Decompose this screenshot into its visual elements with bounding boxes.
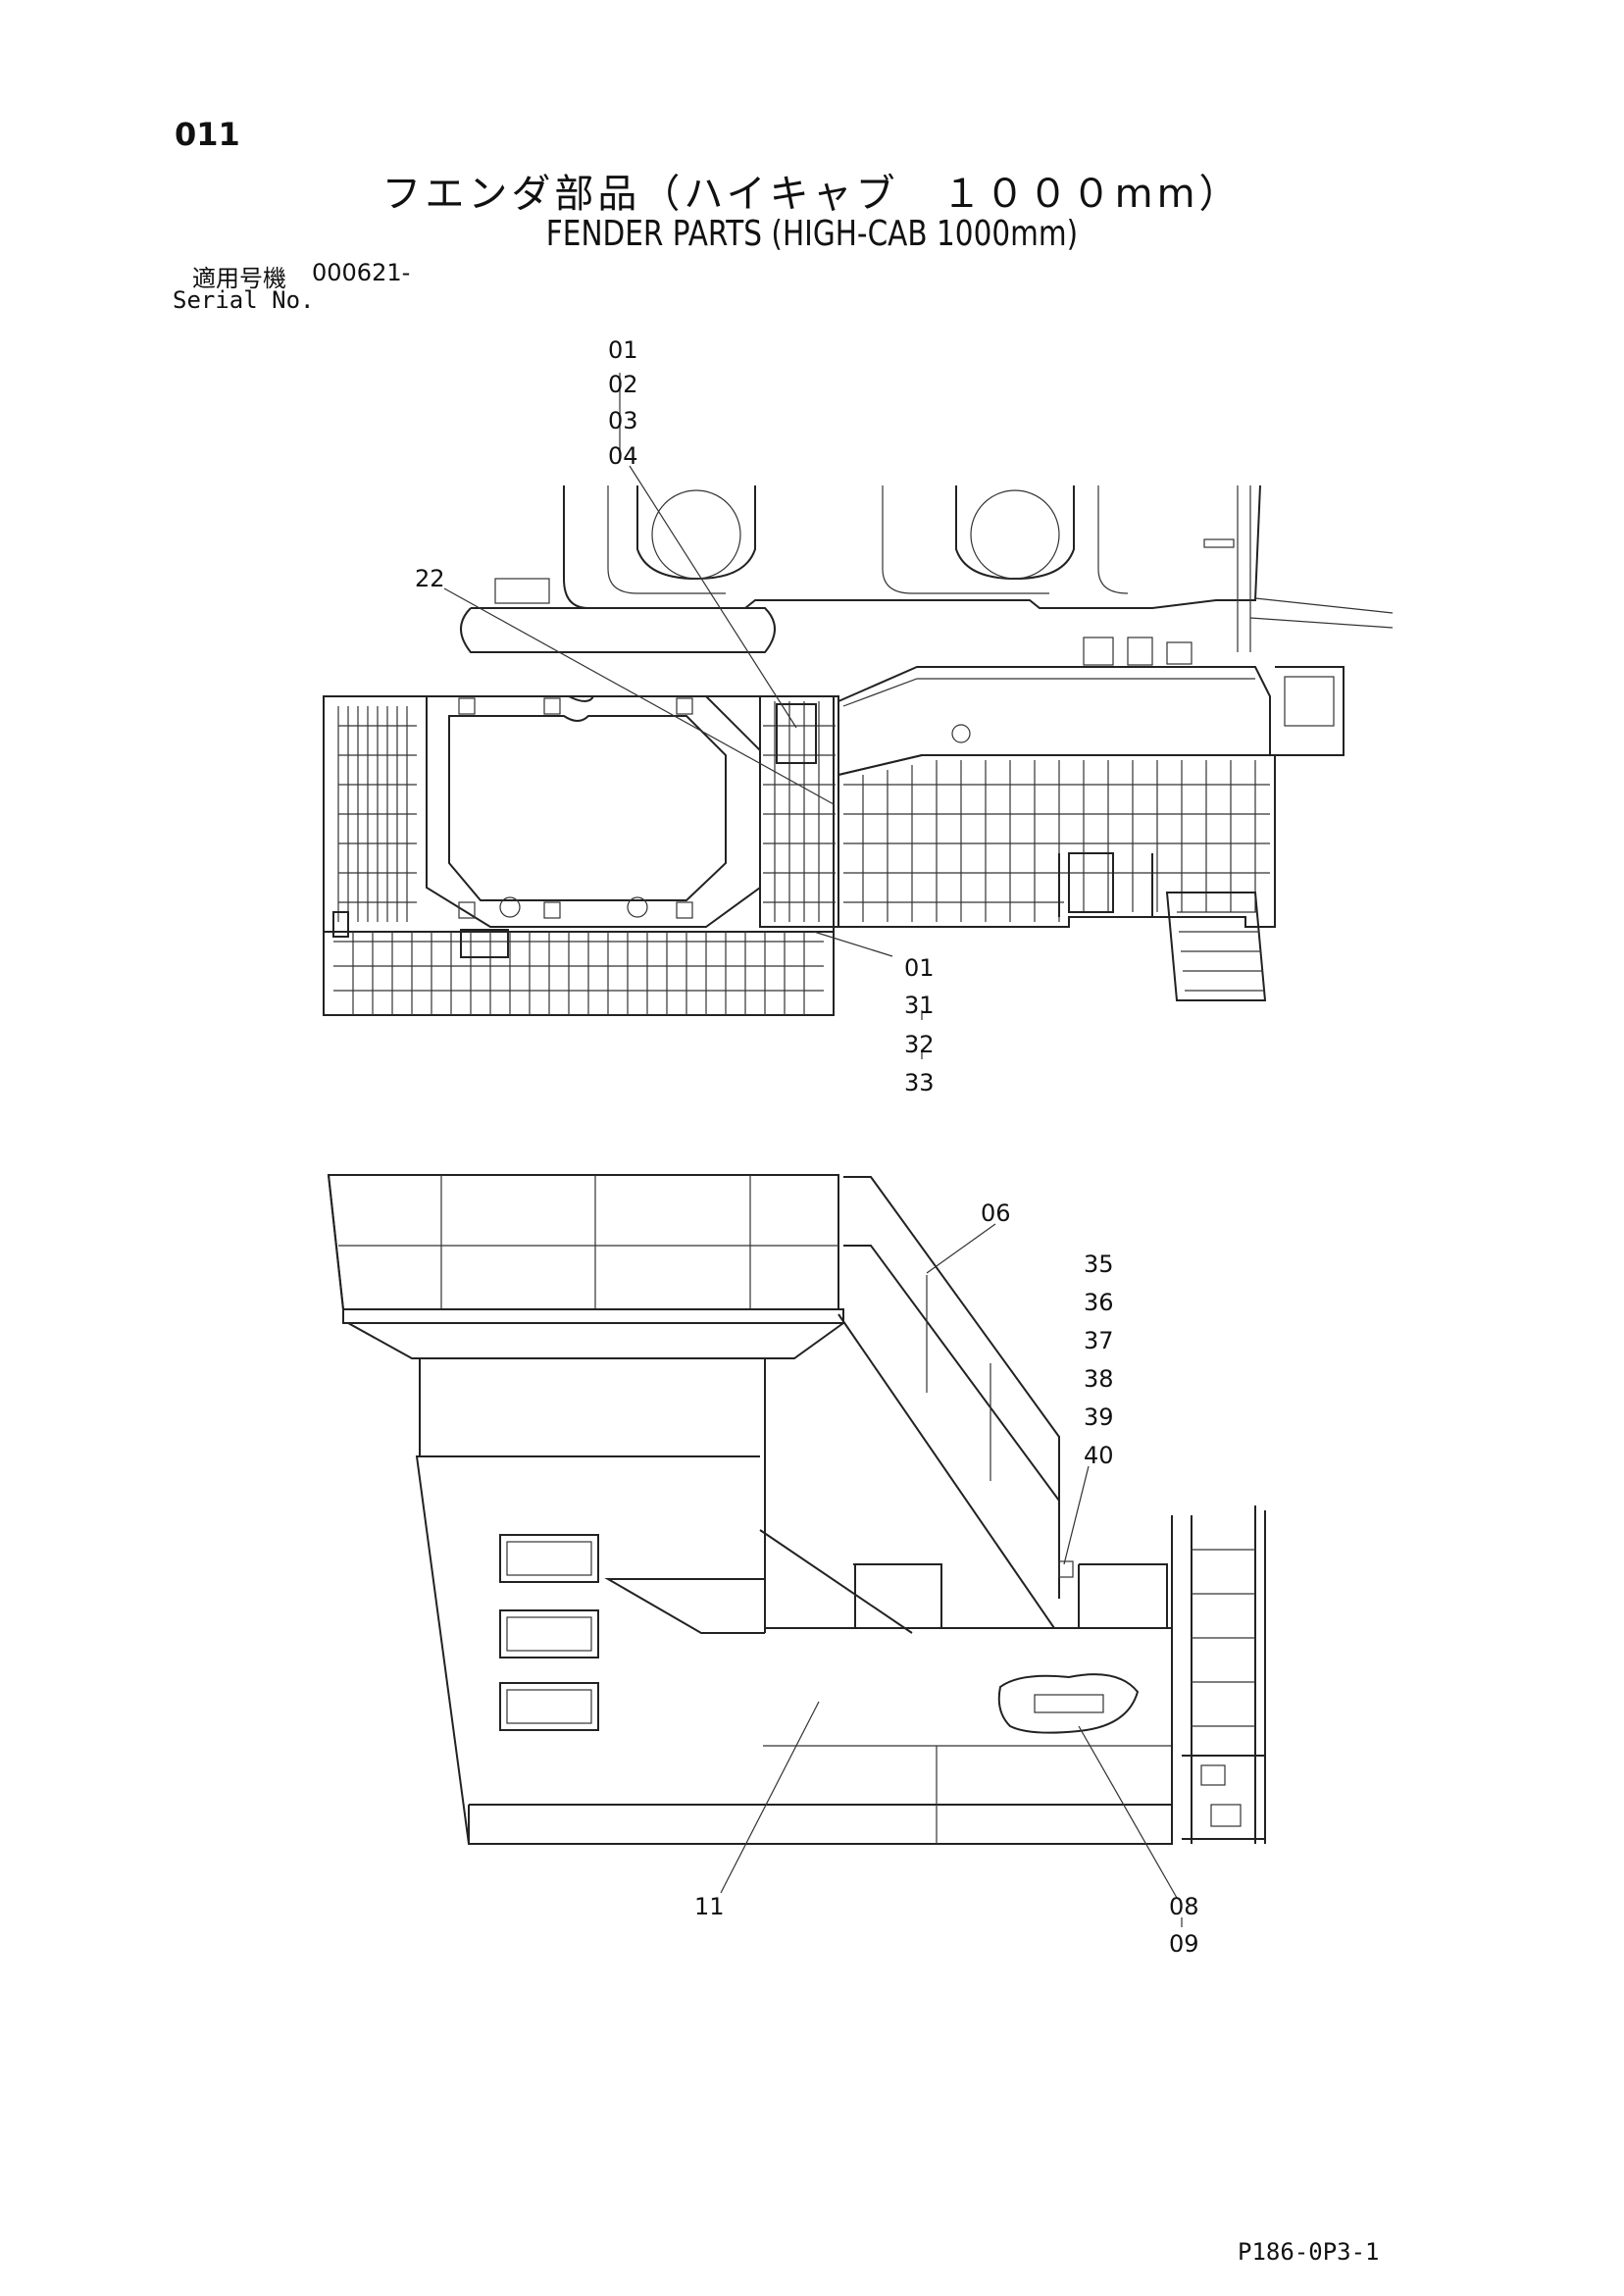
callout-08: 08 [1169,1893,1199,1920]
page-number: 011 [175,116,240,153]
callout-36: 36 [1084,1289,1114,1316]
callout-09: 09 [1169,1930,1199,1958]
serial-label-english: Serial No. [173,286,315,314]
callout-02: 02 [608,371,638,398]
callout-06: 06 [981,1199,1011,1227]
elevation-leader-lines [720,1223,1183,1927]
callout-32: 32 [904,1031,935,1058]
plan-view-drawing [323,485,1394,1016]
callout-39: 39 [1084,1403,1114,1431]
callout-03: 03 [608,407,638,434]
serial-label-japanese: 適用号機 [192,265,286,292]
serial-number: 000621- [312,259,411,286]
callout-40: 40 [1084,1442,1114,1469]
callout-35: 35 [1084,1250,1114,1278]
footer-code: P186-0P3-1 [1238,2238,1380,2266]
callout-01-top: 01 [608,336,638,364]
plan-leader-lines [443,373,923,1059]
callout-37: 37 [1084,1327,1114,1354]
elevation-view-drawing [327,1174,1266,1845]
callout-11: 11 [694,1893,725,1920]
title-english: FENDER PARTS (HIGH-CAB 1000mm) [545,214,1079,254]
callout-01-bottom: 01 [904,954,935,982]
callout-33: 33 [904,1069,935,1097]
title-japanese: フエンダ部品（ハイキャブ １０００mm） [381,172,1243,217]
callout-38: 38 [1084,1365,1114,1393]
callout-31: 31 [904,992,935,1019]
callout-22: 22 [415,565,445,592]
callout-labels: 01 02 03 04 22 01 31 32 33 06 35 36 37 3… [415,336,1199,1958]
callout-04: 04 [608,442,638,470]
